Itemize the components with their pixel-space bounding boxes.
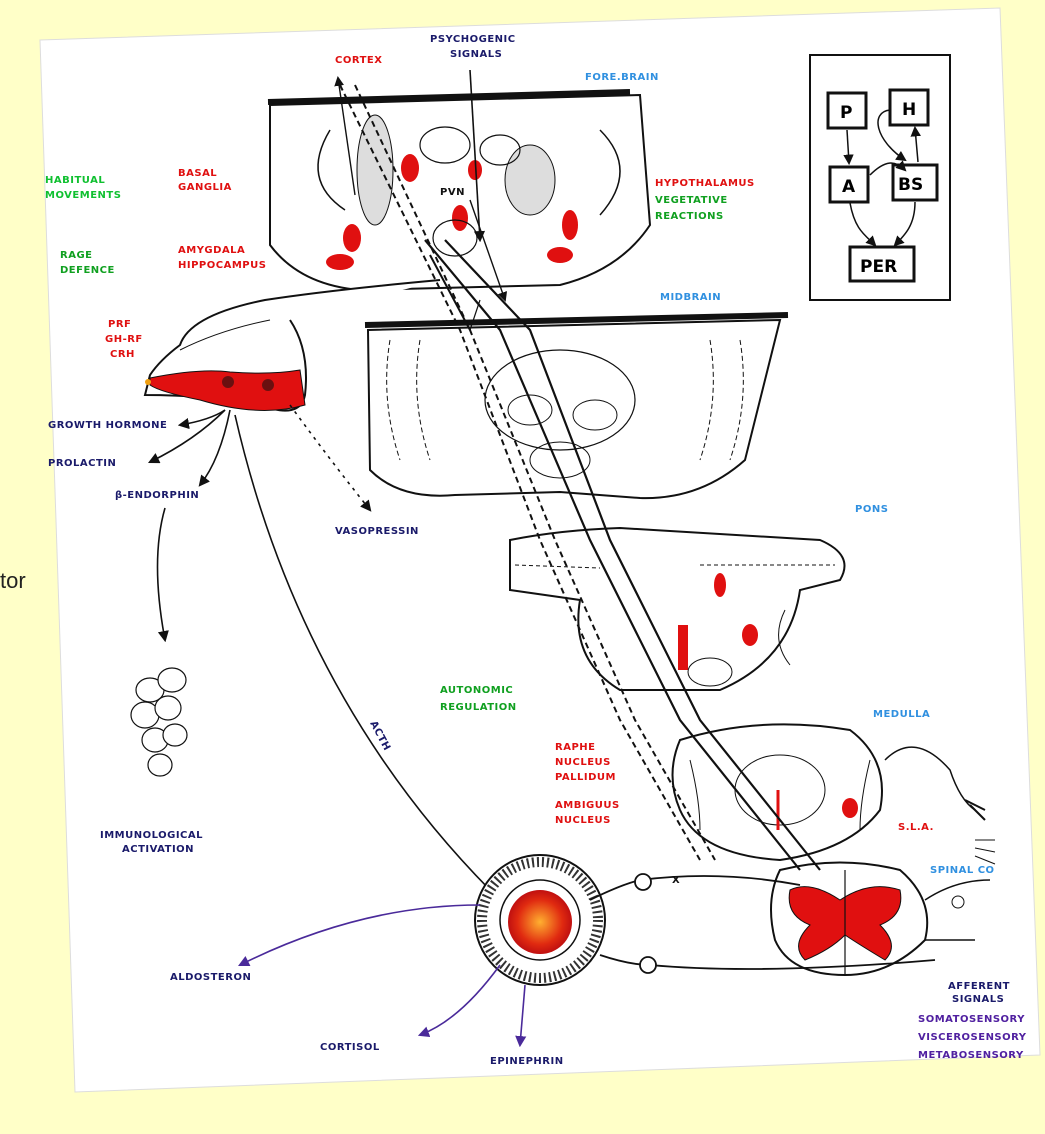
basal-label-1: BASAL (178, 168, 217, 179)
immunological-label-1: IMMUNOLOGICAL (100, 830, 203, 841)
aldosteron-label: ALDOSTERON (170, 972, 251, 983)
pvn-red (452, 205, 468, 231)
inset-label-bs: BS (898, 175, 923, 195)
sla-label: S.L.A. (898, 822, 934, 833)
vegetative-label-2: REACTIONS (655, 211, 724, 222)
autonomic-label-1: AUTONOMIC (440, 685, 513, 696)
psychogenic-label-1: PSYCHOGENIC (430, 34, 516, 45)
raphe-label-3: PALLIDUM (555, 772, 616, 783)
ghrf-label: GH-RF (105, 334, 143, 345)
basal-label-2: GANGLIA (178, 182, 232, 193)
b-endorphin-label: β-ENDORPHIN (115, 490, 199, 501)
growth-hormone-label: GROWTH HORMONE (48, 420, 167, 431)
left-text-fragment: tor (0, 568, 26, 593)
amygdala-red-left (343, 224, 361, 252)
forebrain-section: PVN (268, 92, 650, 290)
somatosensory-label: SOMATOSENSORY (918, 1014, 1025, 1025)
crh-label: CRH (110, 349, 135, 360)
viscerosensory-label: VISCEROSENSORY (918, 1032, 1027, 1043)
epinephrin-label: EPINEPHRIN (490, 1056, 564, 1067)
habitual-label-1: HABITUAL (45, 175, 105, 186)
medulla-heading: MEDULLA (873, 709, 930, 720)
hypothalamus-label: HYPOTHALAMUS (655, 178, 755, 189)
inset-label-per: PER (860, 257, 897, 277)
inset-label-h: H (902, 100, 916, 120)
habitual-label-2: MOVEMENTS (45, 190, 121, 201)
amygdala-label: AMYGDALA (178, 245, 245, 256)
vegetative-label-1: VEGETATIVE (655, 195, 728, 206)
pons-heading: PONS (855, 504, 888, 515)
x-nerve-label: X (672, 875, 680, 886)
raphe-label-1: RAPHE (555, 742, 595, 753)
inset-label-a: A (842, 177, 856, 197)
inset-label-p: P (840, 103, 852, 123)
immunological-label-2: ACTIVATION (122, 844, 194, 855)
prf-label: PRF (108, 319, 131, 330)
raphe-label-2: NUCLEUS (555, 757, 611, 768)
afferent-label-2: SIGNALS (952, 994, 1004, 1005)
ambiguus-label-1: AMBIGUUS (555, 800, 620, 811)
autonomic-label-2: REGULATION (440, 702, 517, 713)
basal-ganglia-red (401, 154, 419, 182)
vasopressin-label: VASOPRESSIN (335, 526, 419, 537)
pvn-label: PVN (440, 187, 465, 198)
ambiguus-label-2: NUCLEUS (555, 815, 611, 826)
psychogenic-label-2: SIGNALS (450, 49, 502, 60)
raphe-red (678, 625, 688, 670)
midbrain-section (365, 315, 788, 498)
defence-label: DEFENCE (60, 265, 115, 276)
adrenal-medulla (508, 890, 572, 954)
amygdala-red-right (562, 210, 578, 240)
spinal-heading: SPINAL CO (930, 865, 995, 876)
cortisol-label: CORTISOL (320, 1042, 380, 1053)
midbrain-heading: MIDBRAIN (660, 292, 721, 303)
forebrain-heading: FORE.BRAIN (585, 72, 659, 83)
metabosensory-label: METABOSENSORY (918, 1050, 1024, 1061)
rage-label: RAGE (60, 250, 92, 261)
cortex-label: CORTEX (335, 55, 382, 66)
afferent-label-1: AFFERENT (948, 981, 1010, 992)
hippocampus-label: HIPPOCAMPUS (178, 260, 266, 271)
prolactin-label: PROLACTIN (48, 458, 116, 469)
adrenal-gland (475, 855, 605, 985)
